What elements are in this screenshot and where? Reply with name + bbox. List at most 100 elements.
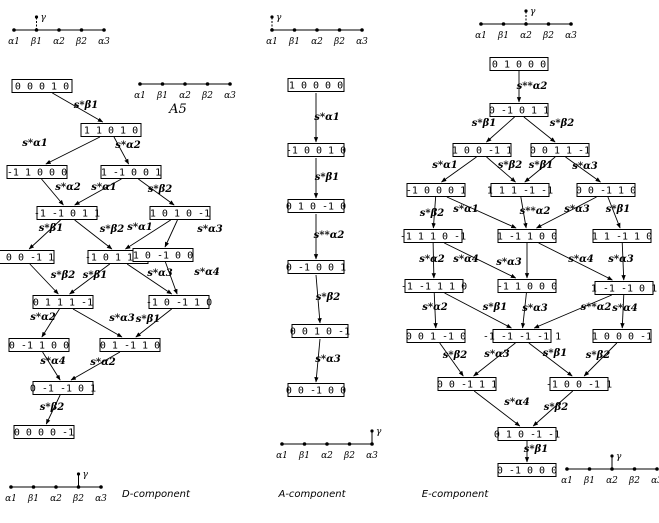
dynkin-d-bottom-node — [9, 485, 13, 489]
d-node: -1 -1 0 1 1 — [34, 209, 100, 220]
dynkin-e-bottom-label: β2 — [628, 476, 640, 486]
d-edge-label: s*α3 — [109, 313, 135, 324]
a-edge-label: s*α1 — [314, 112, 340, 123]
dynkin-d-top-gamma-node — [34, 15, 39, 19]
d-edge-label: s*β1 — [136, 314, 160, 325]
e-edge — [536, 196, 597, 229]
dynkin-e-bottom-label: α1 — [561, 476, 573, 486]
d-edge — [41, 178, 64, 206]
e-node: 1 0 0 -1 1 — [452, 146, 512, 157]
dynkin-a5-node — [138, 82, 142, 86]
a-node-frame — [287, 143, 345, 157]
e-edge — [520, 292, 527, 329]
e-edge — [439, 342, 464, 377]
dynkin-d-bottom-node — [54, 485, 58, 489]
e-edge — [620, 294, 625, 329]
e-edge — [473, 342, 516, 377]
dynkin-d-bottom-gamma-label: γ — [83, 470, 89, 480]
dynkin-a-top-node — [337, 28, 342, 32]
dynkin-a-top-gamma-node — [270, 15, 274, 19]
dynkin-a-bottom-node — [280, 442, 284, 446]
e-node: -1 1 0 0 0 — [497, 282, 557, 293]
dynkin-a-bottom-node — [347, 442, 352, 446]
d-edge — [135, 308, 172, 338]
e-node-frame — [406, 183, 466, 197]
dynkin-a5-label: β1 — [156, 91, 168, 101]
e-edge — [486, 156, 516, 183]
d-node-frame — [32, 381, 94, 395]
dynkin-e-top-label: α1 — [475, 31, 487, 41]
d-node-frame — [32, 295, 94, 309]
e-edge-label: s*β1 — [543, 348, 567, 359]
dynkin-a-top-label: β2 — [333, 37, 345, 47]
dynkin-a5-node — [228, 82, 232, 86]
e-edge — [538, 242, 613, 281]
a-edge — [315, 274, 322, 324]
dynkin-e-top-gamma-label: γ — [530, 7, 536, 17]
e-node-frame — [549, 377, 609, 391]
dynkin-a-top-label: β1 — [288, 37, 300, 47]
dynkin-e-bottom-gamma-label: γ — [616, 452, 622, 462]
d-edge-label: s*α4 — [194, 267, 220, 278]
a-edge-label: s*α3 — [315, 354, 341, 365]
d-node-frame — [36, 206, 98, 220]
dynkin-a-top-node — [292, 28, 297, 32]
d-edge — [28, 219, 61, 250]
e-node: -1 1 1 0 -1 — [400, 232, 466, 243]
d-edge-label: s*α2 — [55, 182, 81, 193]
e-node-frame — [530, 143, 590, 157]
dynkin-a5-label: α2 — [179, 91, 191, 101]
e-edge-label: s*β1 — [606, 204, 630, 215]
e-edge-label: s*α3 — [484, 349, 510, 360]
e-edge-label: s*β2 — [544, 402, 569, 413]
a-edge-label: s**α2 — [314, 230, 345, 241]
dynkin-d-top-node — [12, 28, 16, 32]
e-edge-label: s*α4 — [568, 254, 594, 265]
dynkin-e-top-label: α2 — [520, 31, 532, 41]
dynkin-d-top-label: β1 — [30, 37, 42, 47]
dynkin-d-bottom-label: β2 — [72, 494, 84, 504]
a-node: 0 0 1 0 -1 — [290, 327, 350, 338]
dynkin-d-bottom-label: α2 — [50, 494, 62, 504]
a-edge-label: s*β2 — [316, 292, 341, 303]
e-edge — [565, 156, 601, 183]
d-node-frame — [6, 165, 68, 179]
dynkin-a-bottom-node — [302, 442, 307, 446]
e-node: 0 0 1 -1 0 — [406, 332, 466, 343]
d-edge — [69, 263, 111, 295]
e-node-frame — [592, 229, 652, 243]
d-node-frame — [80, 123, 142, 137]
e-edge — [621, 242, 626, 281]
e-edge — [444, 242, 517, 279]
e-edge-label: s*β1 — [472, 118, 496, 129]
d-node: -1 1 0 0 0 — [7, 168, 67, 179]
dynkin-e-top-label: α3 — [565, 31, 577, 41]
e-edge-label: s*β1 — [483, 302, 507, 313]
e-edge — [486, 116, 515, 143]
d-edge-label: s*α2 — [90, 357, 116, 368]
e-node: 0 -1 0 0 0 — [497, 466, 557, 477]
dynkin-a5-node — [160, 82, 165, 86]
e-edge-label: s*α2 — [422, 302, 448, 313]
e-edge-label: s*α2 — [419, 254, 445, 265]
e-node-frame — [497, 463, 557, 477]
dynkin-a-bottom-label: β2 — [343, 451, 355, 461]
d-edge — [124, 219, 171, 250]
e-node-frame — [592, 329, 652, 343]
d-node-frame — [132, 248, 194, 262]
e-node: 0 1 0 0 0 — [492, 60, 546, 71]
e-node: 0 -1 0 1 1 — [489, 106, 549, 117]
dynkin-e-top-label: β1 — [497, 31, 509, 41]
d-node: 0 1 -1 1 0 — [100, 341, 160, 352]
d-edge-label: s*α1 — [127, 222, 153, 233]
e-edge-label: s*α3 — [564, 204, 590, 215]
d-edge — [74, 219, 113, 250]
caption-d: D-component — [122, 489, 191, 500]
e-edge — [431, 196, 437, 229]
dynkin-d-bottom-node — [31, 485, 36, 489]
e-node-frame — [497, 229, 557, 243]
dynkin-d-top-label: α1 — [8, 37, 20, 47]
d-node-frame — [11, 79, 73, 93]
